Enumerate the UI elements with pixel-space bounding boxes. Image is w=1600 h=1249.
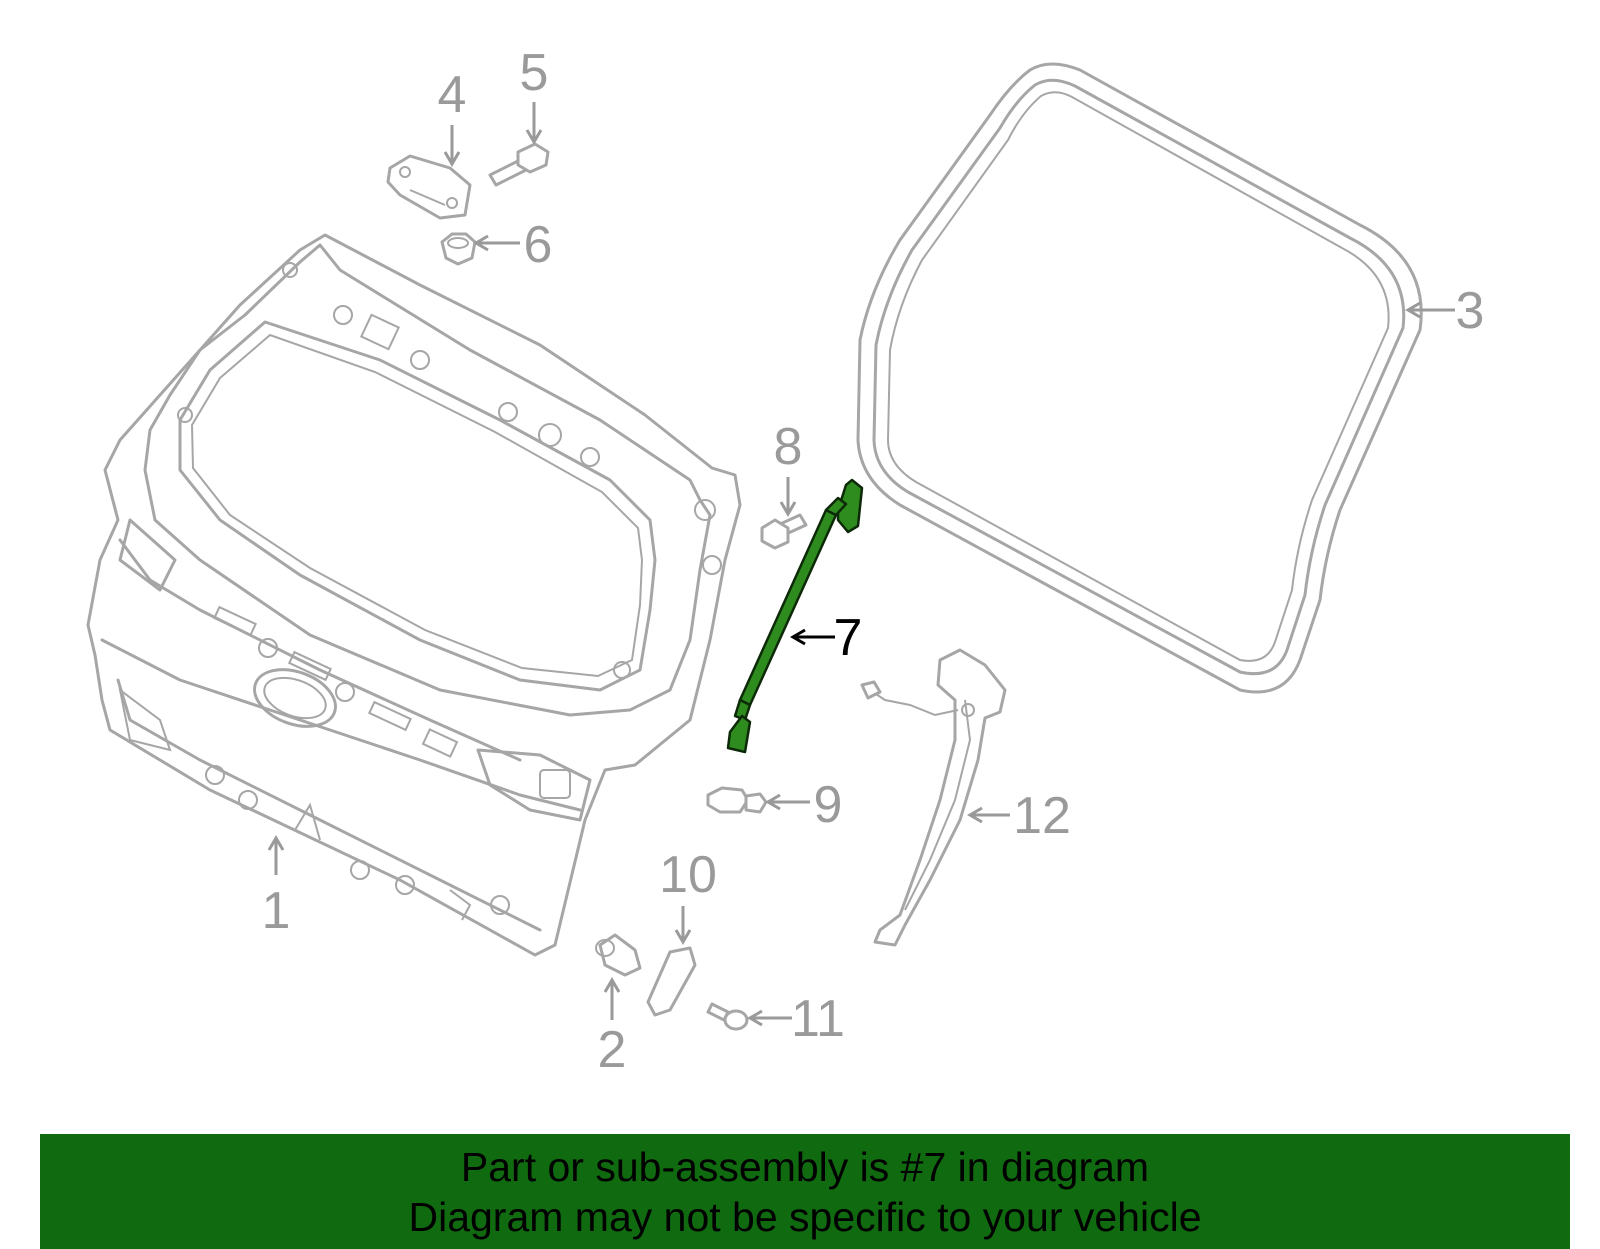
callout-12: 12 — [1013, 787, 1071, 845]
strut-bolt-upper — [760, 513, 808, 550]
arrow-1 — [267, 835, 285, 851]
hinge-bracket — [386, 154, 472, 220]
callout-11: 11 — [791, 990, 845, 1048]
arrow-6 — [473, 234, 489, 252]
arrow-2 — [603, 977, 621, 993]
arrow-12 — [967, 806, 983, 824]
weatherstrip-seal — [856, 62, 1423, 694]
bumper-stop — [595, 933, 642, 977]
callout-2: 2 — [598, 1021, 627, 1079]
info-banner: Part or sub-assembly is #7 in diagram Di… — [40, 1134, 1570, 1249]
callout-4: 4 — [438, 66, 467, 124]
arrow-8 — [779, 501, 797, 517]
arrow-10 — [674, 929, 692, 945]
callout-5: 5 — [520, 44, 549, 102]
callout-numbers: 1 2 3 4 5 6 7 8 9 10 11 12 — [262, 44, 1485, 1079]
trim-screw — [706, 1002, 749, 1031]
arrow-7 — [790, 628, 806, 646]
arrow-11 — [747, 1009, 763, 1027]
side-bracket — [860, 648, 1007, 947]
callout-6: 6 — [524, 216, 553, 274]
liftgate-panel — [86, 233, 742, 957]
lift-support-strut — [726, 478, 864, 754]
banner-line-disclaimer: Diagram may not be specific to your vehi… — [408, 1194, 1202, 1240]
callout-9: 9 — [814, 776, 843, 834]
callout-1: 1 — [262, 882, 291, 940]
callout-7: 7 — [834, 609, 863, 667]
arrow-3 — [1405, 301, 1421, 319]
hinge-nut — [440, 232, 477, 266]
ball-stud — [706, 786, 768, 814]
banner-line-part: Part or sub-assembly is #7 in diagram — [460, 1144, 1150, 1190]
callout-10: 10 — [659, 846, 717, 904]
parts-diagram: 1 2 3 4 5 6 7 8 9 10 11 12 — [86, 44, 1485, 1079]
arrow-5 — [525, 129, 543, 145]
trim-cover — [646, 946, 697, 1017]
leader-lines — [267, 102, 1455, 1027]
arrow-4 — [443, 151, 461, 167]
arrow-9 — [765, 793, 781, 811]
hinge-bolt — [488, 142, 550, 187]
callout-3: 3 — [1456, 282, 1485, 340]
callout-8: 8 — [774, 418, 803, 476]
